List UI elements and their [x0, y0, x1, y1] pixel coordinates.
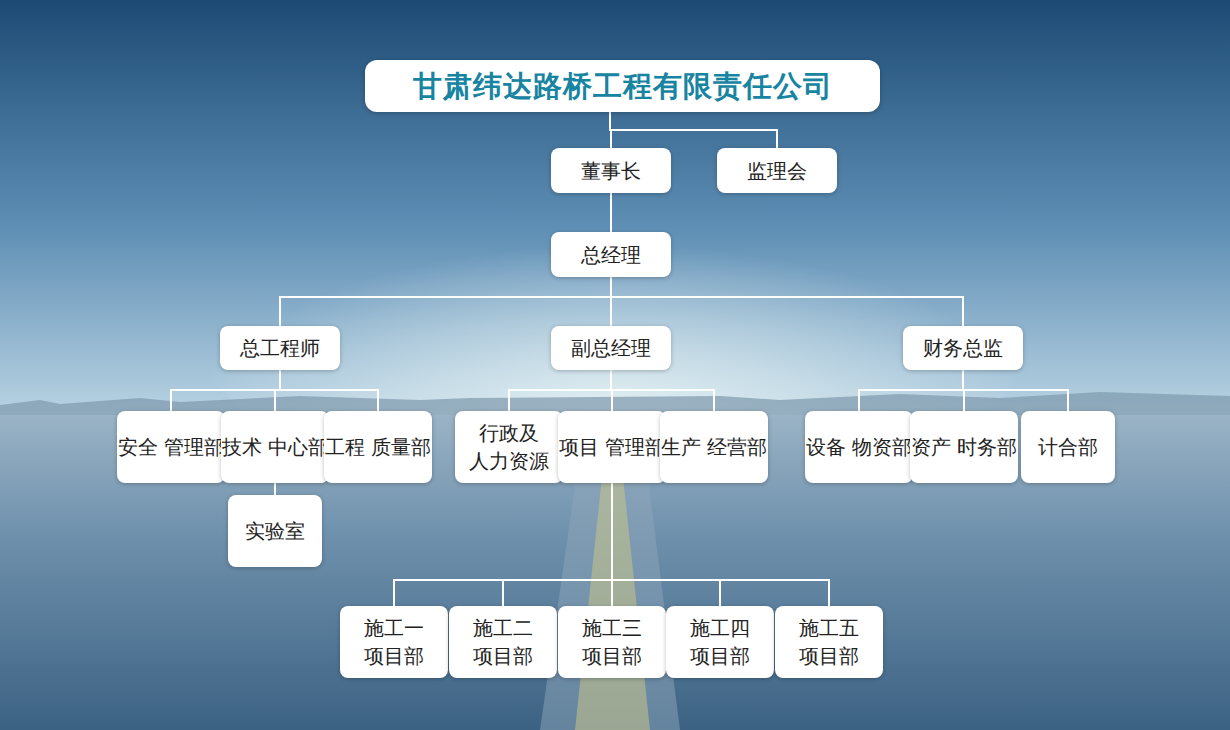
connector-line: [611, 370, 714, 411]
chairman-box: 董事长: [551, 148, 671, 193]
department-box: 施工三 项目部: [558, 606, 666, 678]
node-label: 施工四 项目部: [666, 614, 774, 670]
connector-line: [171, 370, 280, 411]
connector-line: [610, 193, 612, 232]
department-box: 安全 管理部: [117, 411, 225, 483]
sky-glow: [195, 160, 1035, 500]
supervisory-box: 监理会: [717, 148, 837, 193]
node-label: 资产 时务部: [911, 433, 1017, 461]
connector-line: [612, 483, 829, 606]
node-label: 生产 经营部: [661, 433, 767, 461]
department-box: 技术 中心部: [221, 411, 329, 483]
department-box: 项目 管理部: [558, 411, 666, 483]
department-box: 行政及 人力资源: [455, 411, 563, 483]
node-label: 施工五 项目部: [775, 614, 883, 670]
connector-line: [610, 112, 777, 148]
node-label: 行政及 人力资源: [455, 419, 563, 475]
node-label: 施工一 项目部: [340, 614, 448, 670]
node-label: 甘肃纬达路桥工程有限责任公司: [413, 66, 833, 107]
connector-line: [503, 483, 612, 606]
node-label: 总经理: [581, 241, 641, 269]
department-box: 施工四 项目部: [666, 606, 774, 678]
general-manager-box: 总经理: [551, 232, 671, 277]
department-box: 施工二 项目部: [449, 606, 557, 678]
department-box: 实验室: [228, 495, 322, 567]
node-label: 董事长: [581, 157, 641, 185]
connector-line: [612, 483, 720, 606]
connector-line: [280, 277, 611, 326]
executive-box: 总工程师: [220, 326, 340, 370]
node-label: 工程 质量部: [325, 433, 431, 461]
connector-line: [280, 370, 378, 411]
node-label: 副总经理: [571, 334, 651, 362]
node-label: 实验室: [245, 517, 305, 545]
connector-line: [394, 483, 612, 606]
node-label: 设备 物资部: [806, 433, 912, 461]
node-label: 计合部: [1038, 433, 1098, 461]
connector-line: [859, 370, 963, 411]
node-label: 项目 管理部: [559, 433, 665, 461]
node-label: 施工三 项目部: [558, 614, 666, 670]
node-label: 监理会: [747, 157, 807, 185]
node-label: 总工程师: [240, 334, 320, 362]
department-box: 工程 质量部: [324, 411, 432, 483]
node-label: 施工二 项目部: [449, 614, 557, 670]
node-label: 财务总监: [923, 334, 1003, 362]
department-box: 施工五 项目部: [775, 606, 883, 678]
department-box: 设备 物资部: [805, 411, 913, 483]
node-label: 技术 中心部: [222, 433, 328, 461]
node-label: 安全 管理部: [118, 433, 224, 461]
executive-box: 财务总监: [903, 326, 1023, 370]
connector-line: [611, 277, 963, 326]
connector-line: [509, 370, 611, 411]
department-box: 生产 经营部: [660, 411, 768, 483]
executive-box: 副总经理: [551, 326, 671, 370]
connector-line: [274, 483, 276, 495]
department-box: 计合部: [1021, 411, 1115, 483]
connector-line: [963, 370, 1068, 411]
department-box: 资产 时务部: [910, 411, 1018, 483]
department-box: 施工一 项目部: [340, 606, 448, 678]
company-box: 甘肃纬达路桥工程有限责任公司: [365, 60, 880, 112]
